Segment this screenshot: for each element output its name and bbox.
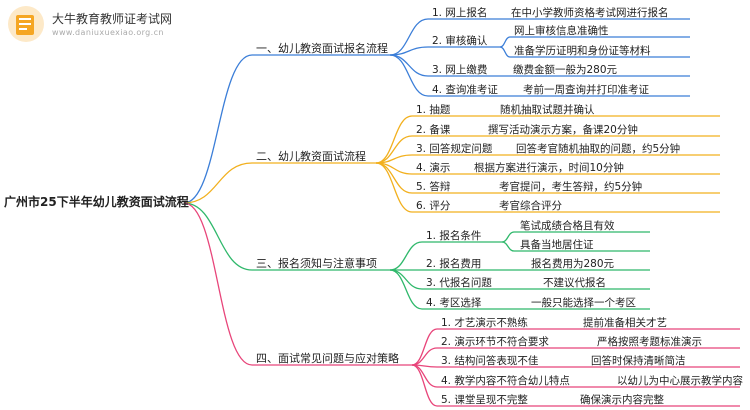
step-detail: 以幼儿为中心展示教学内容	[617, 375, 743, 387]
step-label: 3. 结构问答表现不佳	[441, 355, 539, 367]
logo-site: www.daniuxuexiao.org.cn	[52, 28, 164, 37]
step-detail: 撰写活动演示方案，备课20分钟	[488, 124, 638, 136]
book-icon	[8, 6, 44, 42]
step-detail: 回答考官随机抽取的问题，约5分钟	[516, 143, 681, 155]
step-detail: 考官提问，考生答辩，约5分钟	[499, 181, 643, 193]
step-detail: 在中小学教师资格考试网进行报名	[511, 7, 669, 19]
detail-connector	[501, 241, 515, 252]
step-detail: 提前准备相关才艺	[583, 317, 667, 329]
step-label: 3. 回答规定问题	[416, 143, 493, 155]
detail-connector	[499, 46, 511, 58]
root-title: 广州市25下半年幼儿教资面试流程	[4, 195, 189, 209]
detail-connector	[499, 36, 511, 48]
step-label: 5. 答辩	[416, 181, 451, 193]
step-detail: 准备学历证明和身份证等材料	[514, 45, 651, 57]
site-logo: 大牛教育教师证考试网 www.daniuxuexiao.org.cn	[6, 4, 246, 50]
step-label: 3. 网上缴费	[432, 64, 488, 76]
item-connector	[389, 54, 429, 77]
step-detail: 回答时保持清晰简洁	[591, 355, 686, 367]
item-connector	[375, 162, 413, 213]
step-label: 1. 网上报名	[432, 7, 488, 19]
root-connector	[183, 202, 253, 271]
step-detail: 笔试成绩合格且有效	[520, 220, 615, 232]
detail-connector	[501, 231, 515, 243]
step-label: 1. 报名条件	[426, 230, 482, 242]
root-connector	[183, 202, 253, 366]
logo-brand: 大牛教育教师证考试网	[52, 12, 173, 26]
step-detail: 一般只能选择一个考区	[531, 297, 636, 309]
step-label: 4. 教学内容不符合幼儿特点	[441, 375, 570, 387]
root-connector	[183, 54, 253, 204]
item-connector	[389, 269, 423, 290]
branch-label: 三、报名须知与注意事项	[256, 257, 377, 270]
step-detail: 考前一周查询并打印准考证	[523, 84, 649, 96]
step-label: 2. 演示环节不符合要求	[441, 336, 549, 348]
root-connector	[183, 162, 253, 204]
step-detail: 具备当地居住证	[520, 239, 594, 251]
step-label: 1. 抽题	[416, 104, 451, 116]
step-label: 6. 评分	[416, 200, 451, 212]
step-detail: 随机抽取试题并确认	[500, 104, 595, 116]
branch-label: 二、幼儿教资面试流程	[256, 150, 366, 163]
item-connector	[411, 364, 438, 407]
step-detail: 报名费用为280元	[531, 258, 615, 270]
step-detail: 缴费金额一般为280元	[513, 64, 618, 76]
step-label: 4. 演示	[416, 162, 451, 174]
step-detail: 严格按照考题标准演示	[597, 336, 702, 348]
step-detail: 考官综合评分	[499, 200, 562, 212]
step-label: 1. 才艺演示不熟练	[441, 317, 528, 329]
item-connector	[389, 18, 429, 56]
step-label: 4. 查询准考证	[432, 84, 498, 96]
step-label: 2. 备课	[416, 124, 451, 136]
step-detail: 根据方案进行演示，时间10分钟	[474, 162, 624, 174]
step-label: 2. 审核确认	[432, 35, 488, 47]
step-label: 5. 课堂呈现不完整	[441, 394, 528, 406]
step-label: 2. 报名费用	[426, 258, 482, 270]
item-connector	[411, 328, 438, 366]
item-connector	[389, 54, 429, 97]
step-label: 3. 代报名问题	[426, 277, 492, 289]
item-connector	[389, 269, 423, 310]
item-connector	[389, 241, 423, 271]
branch-label: 四、面试常见问题与应对策略	[256, 352, 399, 365]
branch-label: 一、幼儿教资面试报名流程	[256, 42, 388, 55]
item-connector	[411, 347, 438, 366]
step-detail: 网上审核信息准确性	[514, 25, 609, 37]
step-label: 4. 考区选择	[426, 297, 482, 309]
step-detail: 不建议代报名	[543, 277, 606, 289]
step-detail: 确保演示内容完整	[580, 394, 664, 406]
